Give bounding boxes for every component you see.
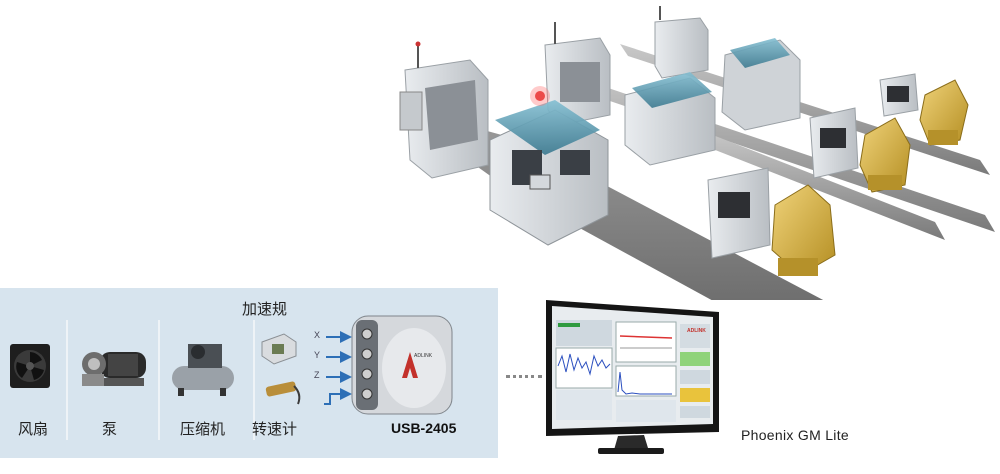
panel-divider — [253, 320, 255, 440]
pump-icon — [82, 352, 146, 386]
lower-conveyor-rail — [700, 130, 945, 240]
daq-device-icon — [351, 315, 453, 415]
machine-front — [489, 86, 609, 246]
daq-brand-label: ADLINK — [414, 353, 433, 359]
fan-label: 风扇 — [18, 420, 49, 438]
panel-divider — [158, 320, 160, 440]
screen-brand-label: ADLINK — [687, 328, 706, 334]
fan-icon — [10, 344, 50, 388]
axis-label-z: Z — [314, 370, 320, 380]
software-caption: Phoenix GM Lite — [741, 427, 849, 443]
machine-middle — [624, 72, 716, 166]
daq-product-label: USB-2405 — [391, 420, 457, 436]
signal-arrows-icon — [324, 331, 352, 405]
axis-label-x: X — [314, 330, 321, 340]
production-line-illustration — [399, 6, 995, 300]
pump-label: 泵 — [102, 420, 118, 438]
accelerometer-label: 加速规 — [242, 300, 288, 318]
accelerometer-sensor-icon — [261, 333, 297, 365]
cabinet-3 — [707, 167, 771, 259]
panel-divider — [66, 320, 68, 440]
robot-arm-3 — [771, 184, 836, 276]
axis-label-y: Y — [314, 350, 321, 360]
monitor-icon — [546, 300, 719, 454]
connection-dots — [506, 375, 542, 380]
tachometer-sensor-icon — [265, 381, 301, 405]
cabinet-1 — [879, 73, 919, 117]
tachometer-label: 转速计 — [252, 420, 298, 438]
cabinet-2 — [809, 107, 859, 179]
compressor-icon — [172, 344, 234, 396]
compressor-label: 压缩机 — [180, 420, 226, 438]
machine-back-right — [654, 6, 801, 131]
robot-arm-1 — [919, 79, 969, 146]
machine-left — [399, 41, 489, 179]
robot-arm-2 — [859, 117, 911, 193]
